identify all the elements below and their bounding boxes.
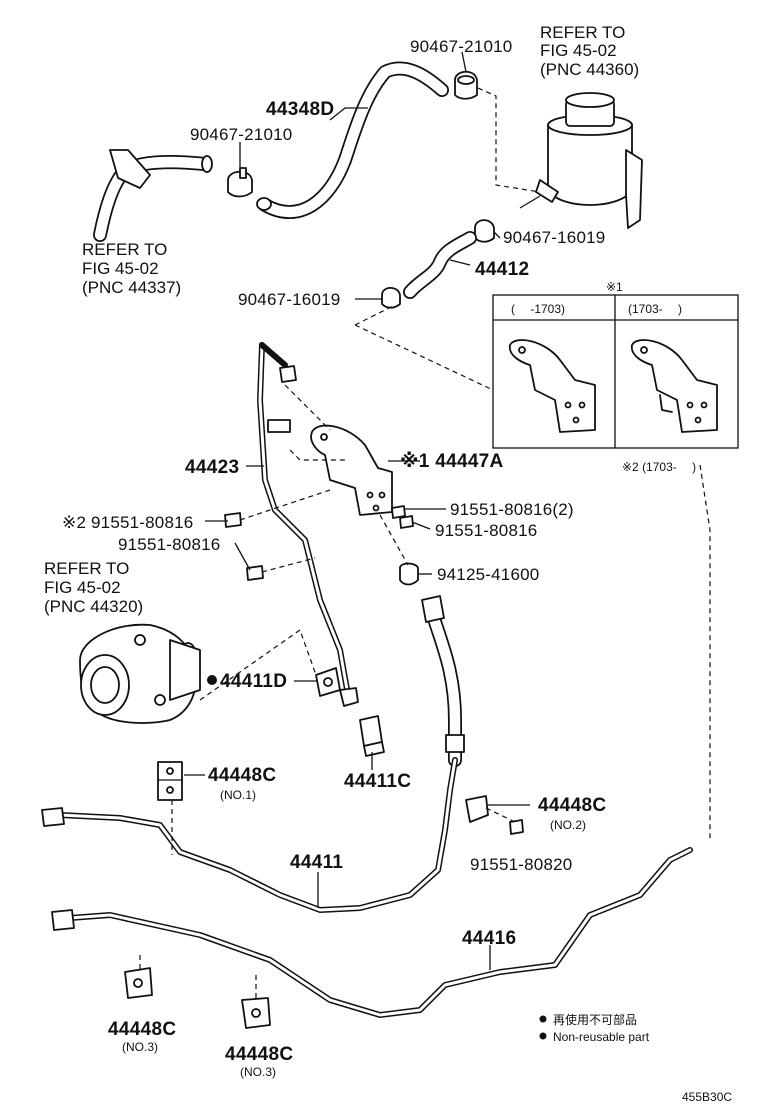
refer-top-line1: REFER TO xyxy=(540,23,625,42)
pressure-tube-label: 44411 xyxy=(290,852,343,873)
left-hose-stub xyxy=(93,149,213,242)
clamp-no3a xyxy=(124,967,153,999)
clamp-mid-label: 90467-21010 xyxy=(190,125,292,144)
clamp-no1 xyxy=(157,761,183,801)
hose-44412-label: 44412 xyxy=(475,259,529,280)
refer-pump-line3: (PNC 44320) xyxy=(44,597,143,616)
detail-col1-label: ( -1703) xyxy=(511,302,565,316)
power-steering-pump xyxy=(79,623,201,724)
hose-clamp-left xyxy=(381,286,401,309)
hose-44412 xyxy=(403,231,477,299)
hose-clamp-mid xyxy=(227,167,253,198)
hose-clamp-top xyxy=(454,70,478,100)
non-reusable-dot-44411d xyxy=(207,675,217,685)
hose-clamp-reservoir xyxy=(474,219,495,243)
refer-left-line1: REFER TO xyxy=(82,240,167,259)
clamp-no3a-label: 44448C xyxy=(108,1019,176,1040)
clamp-no2 xyxy=(465,795,489,823)
upper-hose-44348d xyxy=(256,61,449,220)
return-tube-44416 xyxy=(51,847,693,1018)
note2-caption: ※2 (1703- ) xyxy=(622,460,696,474)
clamp-no3b-label: 44448C xyxy=(225,1044,293,1065)
legend-dot-jp xyxy=(539,1015,547,1023)
dashed-guides xyxy=(139,87,711,998)
legend-en: Non-reusable part xyxy=(553,1030,650,1044)
leader-lines xyxy=(184,51,530,970)
bolt-d-label: 91551-80816 xyxy=(118,535,220,554)
pipe-44423-label: 44423 xyxy=(185,457,239,478)
bolt-a-label: 91551-80816(2) xyxy=(450,500,574,519)
pressure-hose xyxy=(421,595,465,767)
bracket-44447a-label: ※1 44447A xyxy=(400,451,504,472)
gasket-44411d-label: 44411D xyxy=(220,671,287,692)
nut-label: 94125-41600 xyxy=(437,565,539,584)
refer-left-line3: (PNC 44337) xyxy=(82,278,181,297)
clamp-no3b-sub: (NO.3) xyxy=(240,1065,276,1079)
refer-top-line2: FIG 45-02 xyxy=(540,41,617,60)
diagram-id: 455B30C xyxy=(682,1090,732,1104)
bolt-c-label: 91551-80816 xyxy=(435,521,537,540)
clamp-left-label: 90467-16019 xyxy=(238,290,340,309)
clamp-no2-sub: (NO.2) xyxy=(550,818,586,832)
refer-pump-line2: FIG 45-02 xyxy=(44,578,121,597)
refer-pump-line1: REFER TO xyxy=(44,559,129,578)
return-tube-label: 44416 xyxy=(462,928,516,949)
diagram-artwork xyxy=(41,51,739,1029)
bolts xyxy=(224,505,524,835)
labels: 90467-21010 REFER TO FIG 45-02 (PNC 4436… xyxy=(44,23,732,1104)
clamp-no1-sub: (NO.1) xyxy=(220,788,256,802)
detail-col2-label: (1703- ) xyxy=(628,302,682,316)
union-44411c xyxy=(359,715,385,757)
legend-jp: 再使用不可部品 xyxy=(553,1012,637,1027)
reservoir xyxy=(519,92,643,229)
note1-mark: ※1 xyxy=(606,280,623,294)
bolt-b-label: ※2 91551-80816 xyxy=(62,513,193,532)
pressure-tube-44411 xyxy=(41,757,458,913)
clamp-top-label: 90467-21010 xyxy=(410,37,512,56)
clamp-no3b xyxy=(241,997,271,1029)
detail-inset xyxy=(492,294,739,449)
union-44411c-label: 44411C xyxy=(344,771,411,792)
gasket-44411d xyxy=(315,667,341,697)
refer-top-line3: (PNC 44360) xyxy=(540,60,639,79)
hose-44348d-label: 44348D xyxy=(266,99,334,120)
clamp-reservoir-label: 90467-16019 xyxy=(503,228,605,247)
bracket-44447a xyxy=(310,424,393,516)
bolt-e-label: 91551-80820 xyxy=(470,855,572,874)
clamp-no2-label: 44448C xyxy=(538,795,606,816)
clamp-no3a-sub: (NO.3) xyxy=(122,1040,158,1054)
pipe-44423 xyxy=(257,342,359,707)
refer-left-line2: FIG 45-02 xyxy=(82,259,159,278)
clamp-no1-label: 44448C xyxy=(208,765,276,786)
legend-dot-en xyxy=(539,1032,547,1040)
